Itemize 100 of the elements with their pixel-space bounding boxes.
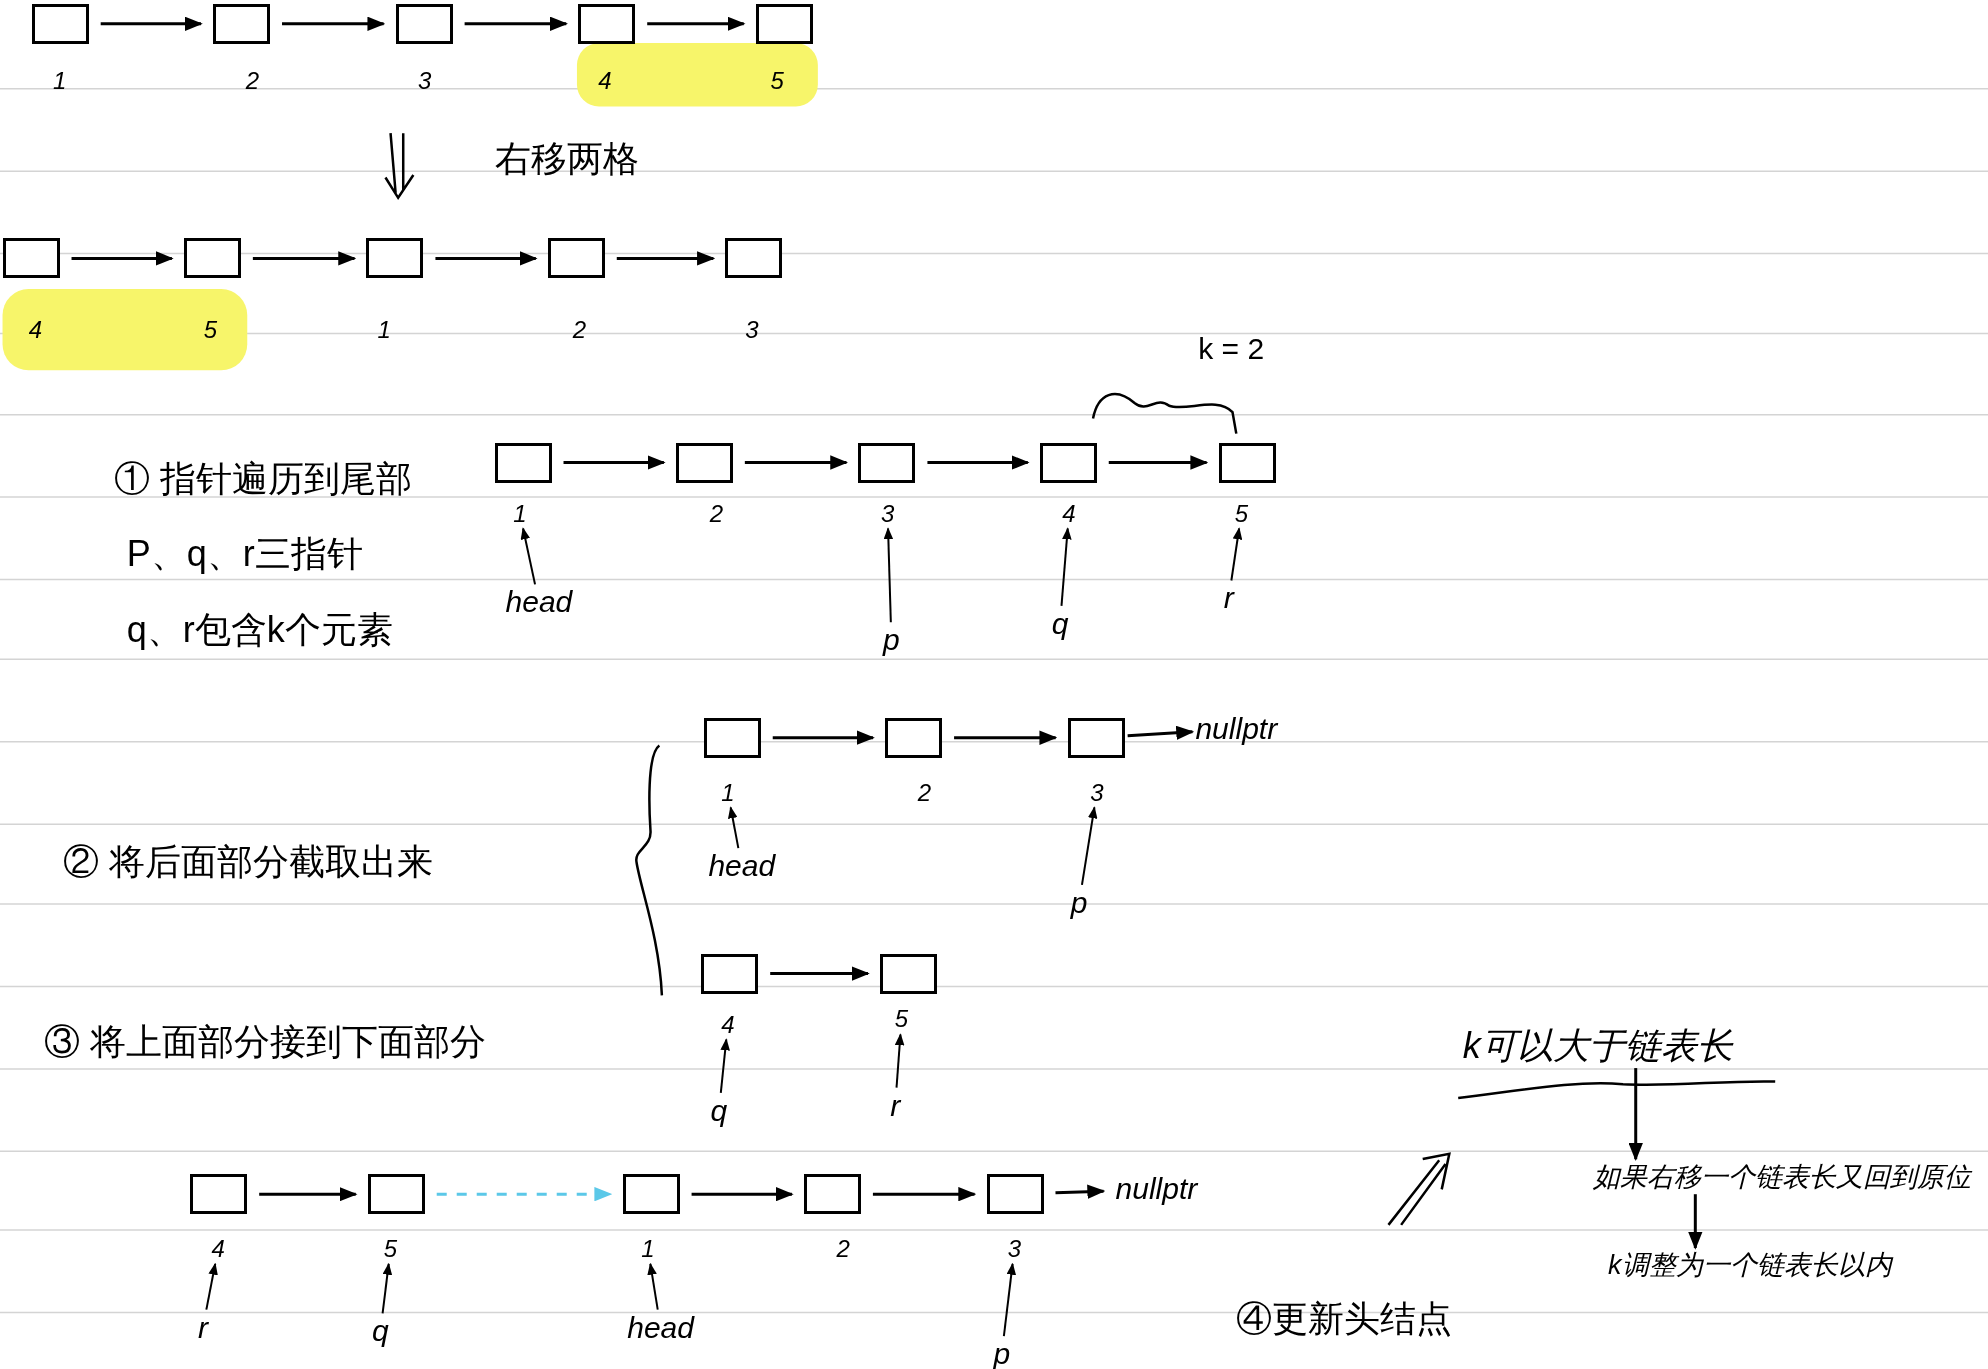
arrow (259, 1186, 358, 1202)
node-number: 5 (203, 317, 218, 342)
list-node-box (725, 238, 783, 279)
list-node-box (366, 238, 424, 279)
arrow (381, 1262, 393, 1315)
list-node-box (986, 1174, 1044, 1215)
arrow (927, 455, 1030, 470)
note-text: ② 将后面部分截取出来 (63, 844, 434, 881)
node-number: 4 (721, 1012, 735, 1037)
arrow (1230, 527, 1243, 582)
node-number: 4 (1062, 501, 1076, 526)
arrow (1060, 527, 1072, 607)
note-text: q、r包含k个元素 (126, 612, 393, 649)
arrow (435, 251, 538, 266)
arrow (727, 806, 740, 850)
pointer-label: nullptr (1195, 714, 1278, 745)
node-number: 3 (880, 501, 895, 526)
note-text: k = 2 (1198, 333, 1265, 364)
arrow (464, 16, 568, 31)
arrow (647, 16, 746, 31)
list-node-box (367, 1174, 425, 1215)
pointer-label: nullptr (1115, 1174, 1198, 1205)
node-number: 4 (211, 1236, 225, 1261)
list-node-box (395, 3, 453, 44)
list-node-box (578, 3, 636, 44)
pointer-label: head (708, 851, 776, 882)
list-node-box (1067, 717, 1125, 758)
note-text: k可以大于链表长 (1462, 1028, 1733, 1065)
arrow (563, 455, 666, 470)
note-text: ③ 将上面部分接到下面部分 (44, 1024, 487, 1061)
node-number: 1 (721, 780, 735, 805)
arrow (872, 1186, 977, 1202)
node-number: 5 (770, 69, 784, 94)
node-number: 4 (28, 317, 43, 342)
list-node-box (1039, 442, 1097, 483)
list-node-box (190, 1174, 248, 1215)
node-number: 1 (52, 69, 67, 94)
node-number: 2 (572, 317, 587, 342)
pointer-label: head (627, 1312, 694, 1343)
list-node-box (622, 1174, 680, 1215)
arrow (71, 251, 174, 266)
arrow (1628, 1068, 1643, 1161)
note-text: k调整为一个链表长以内 (1608, 1251, 1892, 1279)
arrow (436, 1186, 613, 1202)
list-node-box (2, 238, 60, 279)
list-node-box (213, 3, 270, 44)
arrow (205, 1262, 218, 1311)
note-text: 如果右移一个链表长又回到原位 (1592, 1163, 1971, 1191)
arrow (616, 251, 716, 266)
node-number: 3 (1090, 780, 1104, 805)
list-node-box (183, 238, 241, 279)
node-number: 4 (598, 69, 612, 94)
pointer-label: r (1223, 583, 1234, 614)
list-node-box (675, 442, 733, 483)
arrow (647, 1262, 659, 1311)
arrow (252, 251, 357, 266)
node-number: 3 (1007, 1236, 1022, 1261)
node-number: 2 (709, 501, 724, 526)
node-number: 2 (245, 69, 259, 94)
arrow (520, 527, 537, 586)
list-node-box (880, 953, 937, 994)
pointer-label: p (883, 625, 900, 656)
list-node-box (494, 442, 552, 483)
pointer-label: r (197, 1312, 208, 1343)
pointer-label: p (1070, 887, 1088, 918)
node-number: 3 (745, 317, 759, 342)
node-number: 1 (377, 317, 391, 342)
node-number: 2 (836, 1236, 850, 1261)
arrow (691, 1186, 794, 1202)
list-node-box (885, 717, 943, 758)
node-number: 5 (894, 1007, 909, 1032)
pointer-label: q (372, 1316, 389, 1347)
arrow (770, 966, 870, 981)
arrow (772, 730, 875, 745)
list-node-box (703, 717, 761, 758)
note-text: ④更新头结点 (1236, 1300, 1453, 1337)
arrow (1688, 1194, 1703, 1250)
node-number: 5 (1234, 501, 1249, 526)
list-node-box (31, 3, 89, 44)
arrow (954, 730, 1058, 745)
arrow (744, 455, 849, 470)
node-number: 3 (418, 69, 432, 94)
arrow (883, 527, 894, 624)
list-node-box (1218, 442, 1276, 483)
list-node-box (803, 1174, 861, 1215)
arrow (1080, 806, 1098, 886)
arrow (719, 1038, 730, 1094)
arrow (100, 16, 203, 31)
list-node-box (858, 442, 916, 483)
note-text: P、q、r三指针 (126, 536, 363, 573)
pointer-label: q (1051, 608, 1069, 639)
pointer-label: q (710, 1095, 728, 1126)
arrow (1002, 1262, 1017, 1338)
arrow (1055, 1184, 1106, 1199)
note-text: ① 指针遍历到尾部 (114, 461, 413, 498)
arrow (1127, 725, 1195, 740)
note-text: 右移两格 (494, 140, 639, 177)
list-node-box (547, 238, 605, 279)
arrow (1108, 455, 1209, 470)
list-node-box (755, 3, 813, 44)
